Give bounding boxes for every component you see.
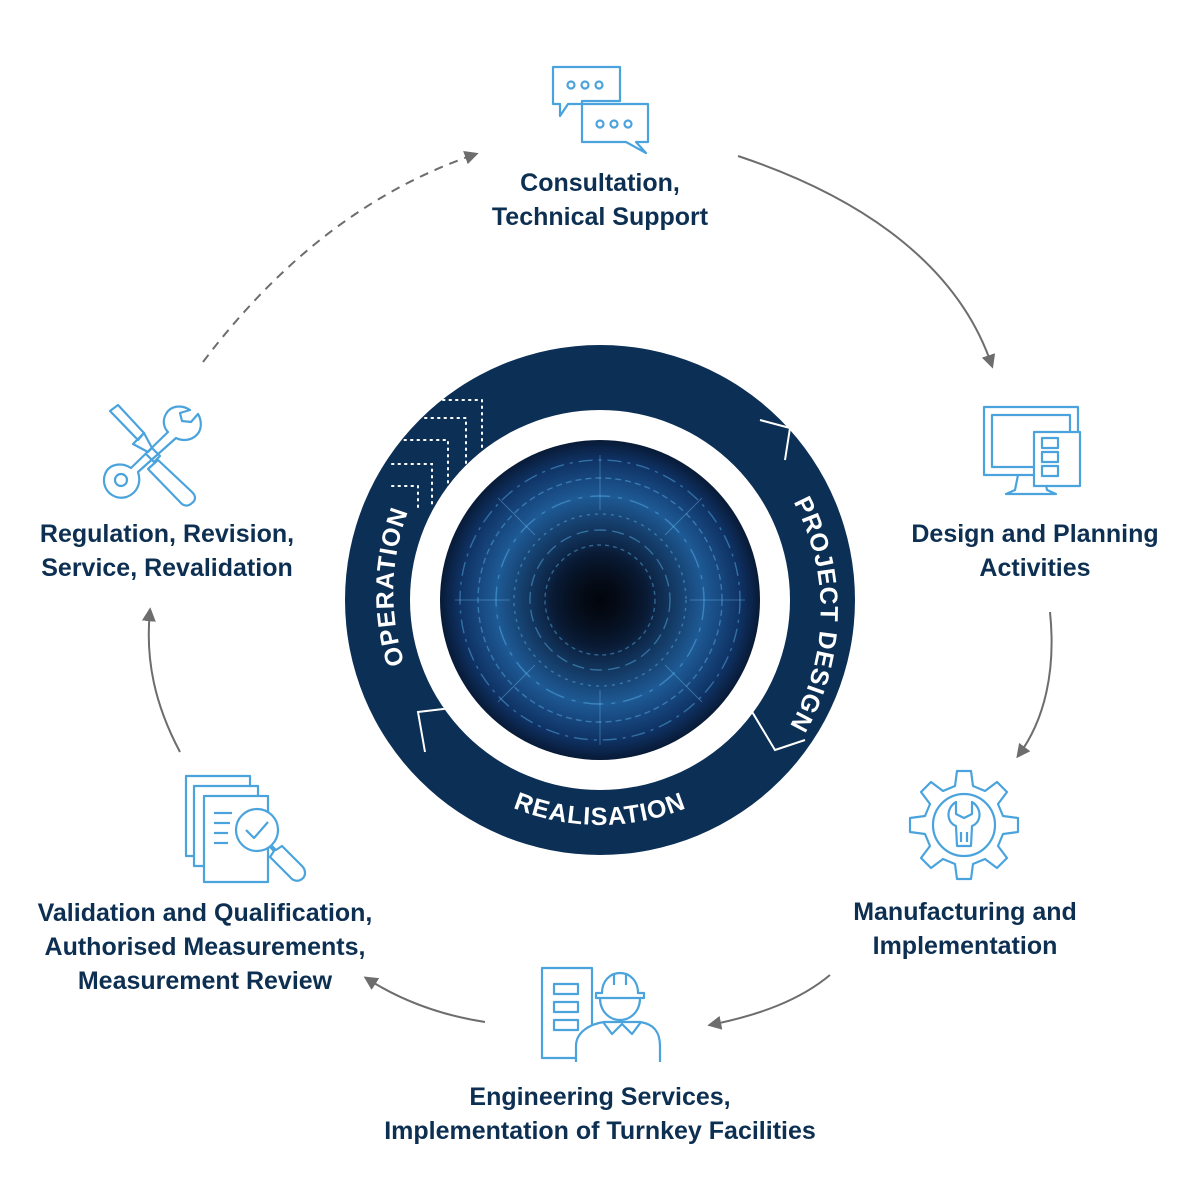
cycle-arrows bbox=[141, 150, 1053, 1030]
central-ring: OBJECTIVE PROJECT DESIGN REALISATION OPE… bbox=[345, 306, 855, 855]
step-label-consultation: Consultation, Technical Support bbox=[400, 166, 800, 234]
core-sphere bbox=[440, 440, 760, 760]
step-label-validation: Validation and Qualification, Authorised… bbox=[5, 896, 405, 998]
step-label-design-planning: Design and Planning Activities bbox=[880, 517, 1190, 585]
ring-separator bbox=[416, 706, 461, 753]
step-label-line: Measurement Review bbox=[77, 967, 333, 995]
step-label-line: Implementation of Turnkey Facilities bbox=[384, 1117, 816, 1145]
step-label-line: Manufacturing and bbox=[853, 898, 1077, 926]
ring-separator bbox=[759, 419, 792, 461]
ring-label-top: OBJECTIVE bbox=[520, 306, 681, 346]
arrow-engineering-to-validation bbox=[363, 976, 486, 1023]
step-label-line: Validation and Qualification, bbox=[37, 899, 373, 927]
step-label-line: Technical Support bbox=[491, 203, 709, 231]
chat-bubbles-icon bbox=[551, 65, 650, 155]
step-label-line: Activities bbox=[979, 554, 1091, 582]
step-label-manufacturing: Manufacturing and Implementation bbox=[810, 895, 1120, 963]
tools-icon bbox=[102, 403, 202, 507]
monitor-icon bbox=[982, 405, 1082, 496]
arrow-consultation-to-design bbox=[737, 155, 996, 369]
step-label-line: Consultation, bbox=[520, 169, 680, 197]
engineer-icon bbox=[540, 966, 662, 1062]
step-label-regulation: Regulation, Revision, Service, Revalidat… bbox=[12, 517, 322, 585]
step-label-line: Regulation, Revision, bbox=[39, 520, 295, 548]
gear-wrench-icon bbox=[908, 769, 1020, 881]
step-label-line: Implementation bbox=[872, 932, 1058, 960]
arrow-validation-to-regulation bbox=[141, 607, 181, 753]
arrow-regulation-to-consultation-dashed bbox=[202, 150, 479, 363]
step-label-line: Design and Planning bbox=[911, 520, 1159, 548]
step-label-engineering: Engineering Services, Implementation of … bbox=[330, 1080, 870, 1148]
arrow-design-to-manufacturing bbox=[1016, 611, 1053, 759]
arrow-manufacturing-to-engineering bbox=[707, 974, 831, 1030]
document-magnifier-icon bbox=[184, 774, 307, 884]
step-label-line: Engineering Services, bbox=[469, 1083, 731, 1111]
step-label-line: Service, Revalidation bbox=[41, 554, 293, 582]
chevron-dots bbox=[391, 399, 483, 513]
ring-separator bbox=[747, 704, 806, 752]
step-label-line: Authorised Measurements, bbox=[44, 933, 366, 961]
